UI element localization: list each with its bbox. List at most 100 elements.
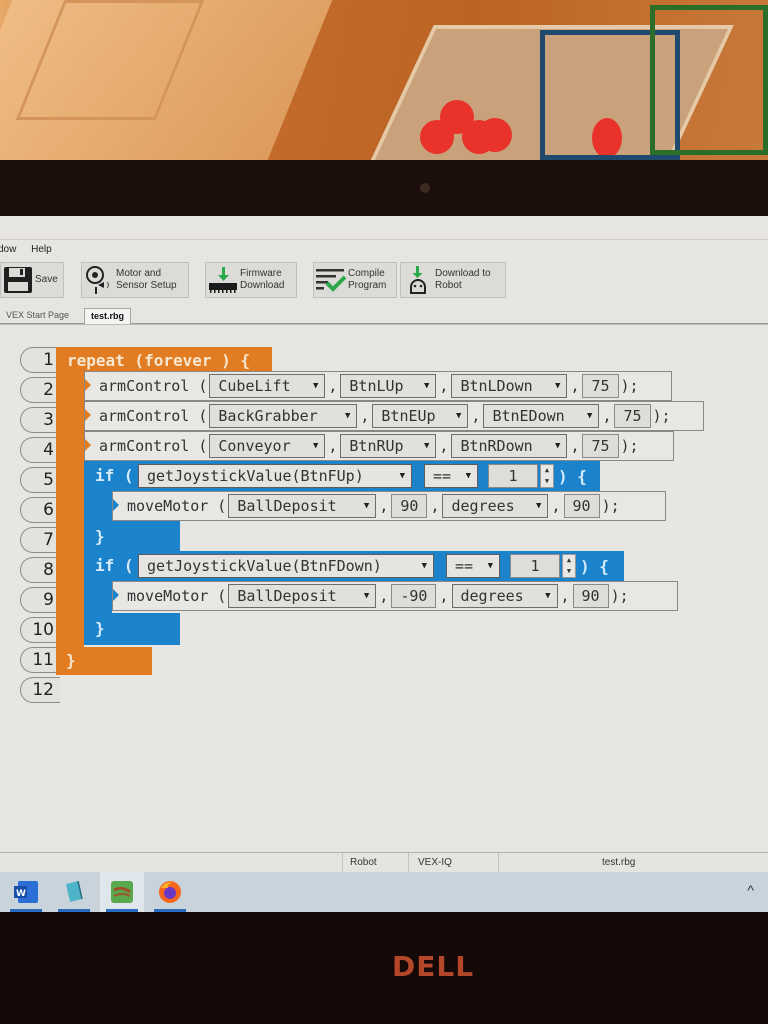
speed-input[interactable]: 90 <box>563 494 600 518</box>
statement-end: ); <box>620 437 639 455</box>
laptop-bezel-bottom <box>0 912 768 1024</box>
down-button-dropdown[interactable]: BtnEDown▼ <box>483 404 600 428</box>
taskbar-vex-app[interactable] <box>100 872 144 912</box>
spinner-down-icon[interactable]: ▼ <box>544 477 550 485</box>
line-number[interactable]: 11 <box>20 647 60 673</box>
download-robot-label-1: Download to <box>435 268 491 279</box>
chevron-down-icon: ▼ <box>312 441 319 451</box>
condition-dropdown[interactable]: getJoystickValue(BtnFUp)▼ <box>138 464 412 488</box>
status-filename: test.rbg <box>602 857 636 868</box>
spinner-up-icon[interactable]: ▲ <box>566 556 572 564</box>
chevron-down-icon: ▼ <box>423 381 430 391</box>
motor-dropdown[interactable]: CubeLift▼ <box>209 374 326 398</box>
up-button-dropdown[interactable]: BtnRUp▼ <box>340 434 437 458</box>
up-button-dropdown[interactable]: BtnLUp▼ <box>340 374 437 398</box>
if-open-brace: ) { <box>580 556 609 576</box>
line-number[interactable]: 5 <box>20 467 60 493</box>
amount-input[interactable]: 90 <box>391 494 428 518</box>
svg-text:W: W <box>16 889 26 899</box>
block-notch <box>113 589 119 601</box>
statement-end: ); <box>601 497 620 515</box>
line-number[interactable]: 9 <box>20 587 60 613</box>
spinner-down-icon[interactable]: ▼ <box>566 567 572 575</box>
block-code-editor[interactable]: 1 2 3 4 5 6 7 8 9 10 11 12 repeat (forev… <box>0 324 768 844</box>
if-block-footer[interactable] <box>84 521 180 551</box>
chevron-down-icon: ▼ <box>465 471 471 481</box>
line-number[interactable]: 8 <box>20 557 60 583</box>
line-number[interactable]: 12 <box>20 677 60 703</box>
motor-dropdown[interactable]: Conveyor▼ <box>209 434 326 458</box>
taskbar-firefox[interactable] <box>148 872 192 912</box>
compile-label-1: Compile <box>348 268 385 279</box>
speed-input[interactable]: 90 <box>572 584 609 608</box>
function-name: moveMotor ( <box>127 587 227 605</box>
save-label: Save <box>35 274 58 285</box>
arm-control-statement[interactable]: armControl ( BackGrabber▼ , BtnEUp▼ , Bt… <box>84 401 704 431</box>
line-number[interactable]: 6 <box>20 497 60 523</box>
amount-input[interactable]: -90 <box>391 584 437 608</box>
compare-value-input[interactable]: 1 <box>510 554 560 578</box>
chevron-down-icon: ▼ <box>312 381 319 391</box>
speed-input[interactable]: 75 <box>582 434 619 458</box>
save-button[interactable]: Save <box>0 262 64 298</box>
speed-input[interactable]: 75 <box>582 374 619 398</box>
background-photo <box>0 0 768 170</box>
speed-input[interactable]: 75 <box>614 404 651 428</box>
block-notch <box>113 499 119 511</box>
chevron-down-icon: ▼ <box>423 441 430 451</box>
condition-dropdown[interactable]: getJoystickValue(BtnFDown)▼ <box>138 554 434 578</box>
menu-window[interactable]: dow <box>0 244 17 255</box>
arm-control-statement[interactable]: armControl ( CubeLift▼ , BtnLUp▼ , BtnLD… <box>84 371 672 401</box>
unit-dropdown[interactable]: degrees▼ <box>442 494 549 518</box>
status-platform: VEX-IQ <box>418 857 452 868</box>
taskbar-word[interactable]: W <box>4 872 48 912</box>
motor-dropdown[interactable]: BackGrabber▼ <box>209 404 358 428</box>
operator-dropdown[interactable]: ==▼ <box>424 464 478 488</box>
down-button-dropdown[interactable]: BtnLDown▼ <box>451 374 568 398</box>
move-motor-statement[interactable]: moveMotor ( BallDeposit▼ , -90 , degrees… <box>112 581 678 611</box>
tray-chevron-up-icon[interactable]: ^ <box>747 882 754 898</box>
download-robot-icon <box>401 265 435 295</box>
move-motor-statement[interactable]: moveMotor ( BallDeposit▼ , 90 , degrees▼… <box>112 491 666 521</box>
value-spinner[interactable]: ▲▼ <box>540 464 554 488</box>
line-number[interactable]: 7 <box>20 527 60 553</box>
chevron-down-icon: ▼ <box>363 501 370 511</box>
if-close-brace: } <box>95 619 105 638</box>
compare-value-input[interactable]: 1 <box>488 464 538 488</box>
down-button-dropdown[interactable]: BtnRDown▼ <box>451 434 568 458</box>
line-number[interactable]: 3 <box>20 407 60 433</box>
line-number[interactable]: 10 <box>20 617 60 643</box>
spinner-up-icon[interactable]: ▲ <box>544 466 550 474</box>
repeat-close-brace: } <box>66 651 76 670</box>
repeat-block-header[interactable] <box>56 347 272 375</box>
tab-test-rbg[interactable]: test.rbg <box>84 308 132 324</box>
taskbar-notepad[interactable] <box>52 872 96 912</box>
notepad-icon <box>66 880 83 902</box>
menu-help[interactable]: Help <box>31 244 52 255</box>
value-spinner[interactable]: ▲▼ <box>562 554 576 578</box>
repeat-block-footer[interactable] <box>56 647 152 675</box>
arm-control-statement[interactable]: armControl ( Conveyor▼ , BtnRUp▼ , BtnRD… <box>84 431 674 461</box>
firmware-label-2: Download <box>240 280 285 291</box>
up-button-dropdown[interactable]: BtnEUp▼ <box>372 404 469 428</box>
unit-dropdown[interactable]: degrees▼ <box>451 584 558 608</box>
motor-dropdown[interactable]: BallDeposit▼ <box>228 494 377 518</box>
line-number[interactable]: 1 <box>20 347 60 373</box>
motor-dropdown[interactable]: BallDeposit▼ <box>228 584 377 608</box>
operator-dropdown[interactable]: ==▼ <box>446 554 500 578</box>
line-number[interactable]: 4 <box>20 437 60 463</box>
if-block-footer[interactable] <box>84 613 180 645</box>
webcam <box>420 183 430 193</box>
vex-robot-app-icon <box>111 881 133 903</box>
robot-structure-blue <box>540 30 680 160</box>
tab-vex-start-page[interactable]: VEX Start Page <box>6 310 70 320</box>
firmware-label-1: Firmware <box>240 268 282 279</box>
chevron-down-icon: ▼ <box>555 381 561 391</box>
line-number[interactable]: 2 <box>20 377 60 403</box>
taskbar: W ^ <box>0 872 768 912</box>
